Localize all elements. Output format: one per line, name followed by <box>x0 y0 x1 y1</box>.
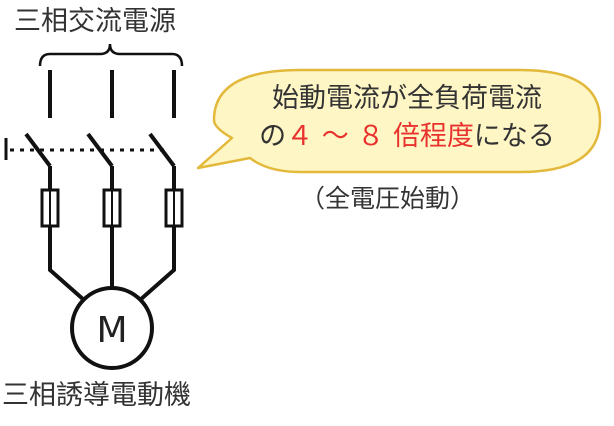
source-label: 三相交流電源 <box>14 6 176 37</box>
switch-to-fuse-lines <box>48 166 176 190</box>
callout-highlight: ４ ～ ８ 倍程度 <box>286 121 474 152</box>
callout-bubble <box>196 68 602 174</box>
callout-line-2: の４ ～ ８ 倍程度になる <box>232 118 582 156</box>
callout-line-2-suffix: になる <box>473 121 555 152</box>
callout-line-1: 始動電流が全負荷電流 <box>272 83 542 114</box>
fuses <box>40 188 184 228</box>
motor-circle <box>70 286 154 370</box>
motor-label: 三相誘導電動機 <box>2 380 191 411</box>
start-method-note: （全電圧始動） <box>300 184 476 213</box>
source-bracket <box>38 43 184 67</box>
callout-line-2-prefix: の <box>259 121 287 152</box>
motor-feed-lines <box>48 226 176 302</box>
switch-linkage <box>4 138 170 160</box>
motor-symbol: M <box>96 310 127 351</box>
callout-text: 始動電流が全負荷電流 の４ ～ ８ 倍程度になる <box>232 80 582 156</box>
supply-lines <box>48 70 176 118</box>
